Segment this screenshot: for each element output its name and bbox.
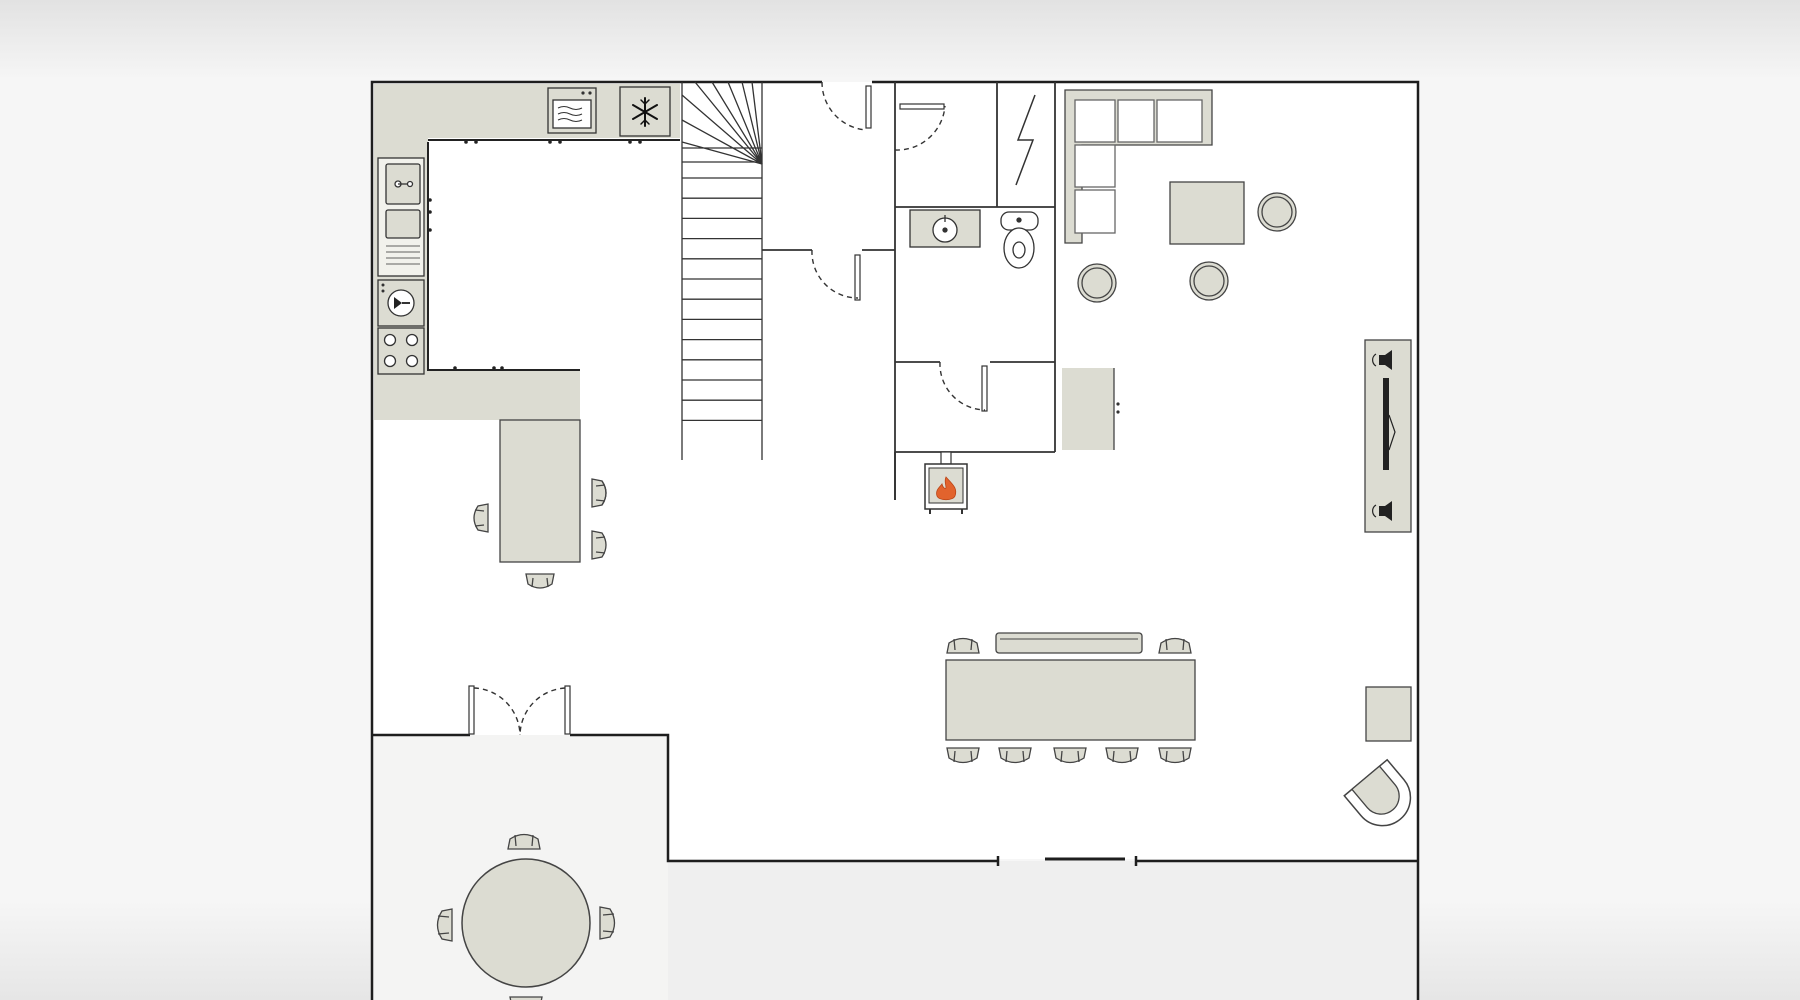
side-cabinet [1365,686,1412,742]
oven [547,87,597,134]
toilet [1000,211,1039,269]
kitchen-sink [377,157,425,277]
dining-chair [998,747,1032,764]
armchair [1343,758,1412,827]
dining-chair [946,637,980,654]
dining-chair [1053,747,1087,764]
terrace-round-table [461,858,591,988]
hall-door [811,249,861,301]
dining-table [945,659,1196,741]
flame-icon [936,476,957,501]
dining-chair [946,747,980,764]
speaker-icon [1372,350,1392,370]
stools [1077,192,1297,303]
snowflake-icon [632,97,658,127]
coffee-table [1169,181,1245,245]
dining-chair [1158,637,1192,654]
corner-sofa [1064,89,1213,244]
staircase [681,81,763,460]
terrace-double-door [468,685,571,736]
bathroom-door [939,361,988,412]
dishwasher [377,279,425,327]
lower-outdoor-area [668,861,1418,1000]
lightning-icon [1015,94,1036,186]
media-unit [1364,339,1412,533]
dining-chair [1158,747,1192,764]
storage-cabinet [1062,368,1120,450]
bathroom-sink [909,209,981,248]
cooktop [377,327,425,375]
dining-chairs [946,637,1192,764]
exterior-walls [370,80,1420,1000]
interior-walls [762,82,1056,500]
entry-door [821,81,946,151]
dining-bench [995,632,1143,654]
kitchen-chairs [473,478,607,589]
kitchen-table [499,419,581,563]
freezer [619,86,671,137]
terrace-chairs [436,833,616,1000]
dining-chair [1105,747,1139,764]
fireplace [894,451,968,514]
speaker-icon [1372,501,1392,521]
